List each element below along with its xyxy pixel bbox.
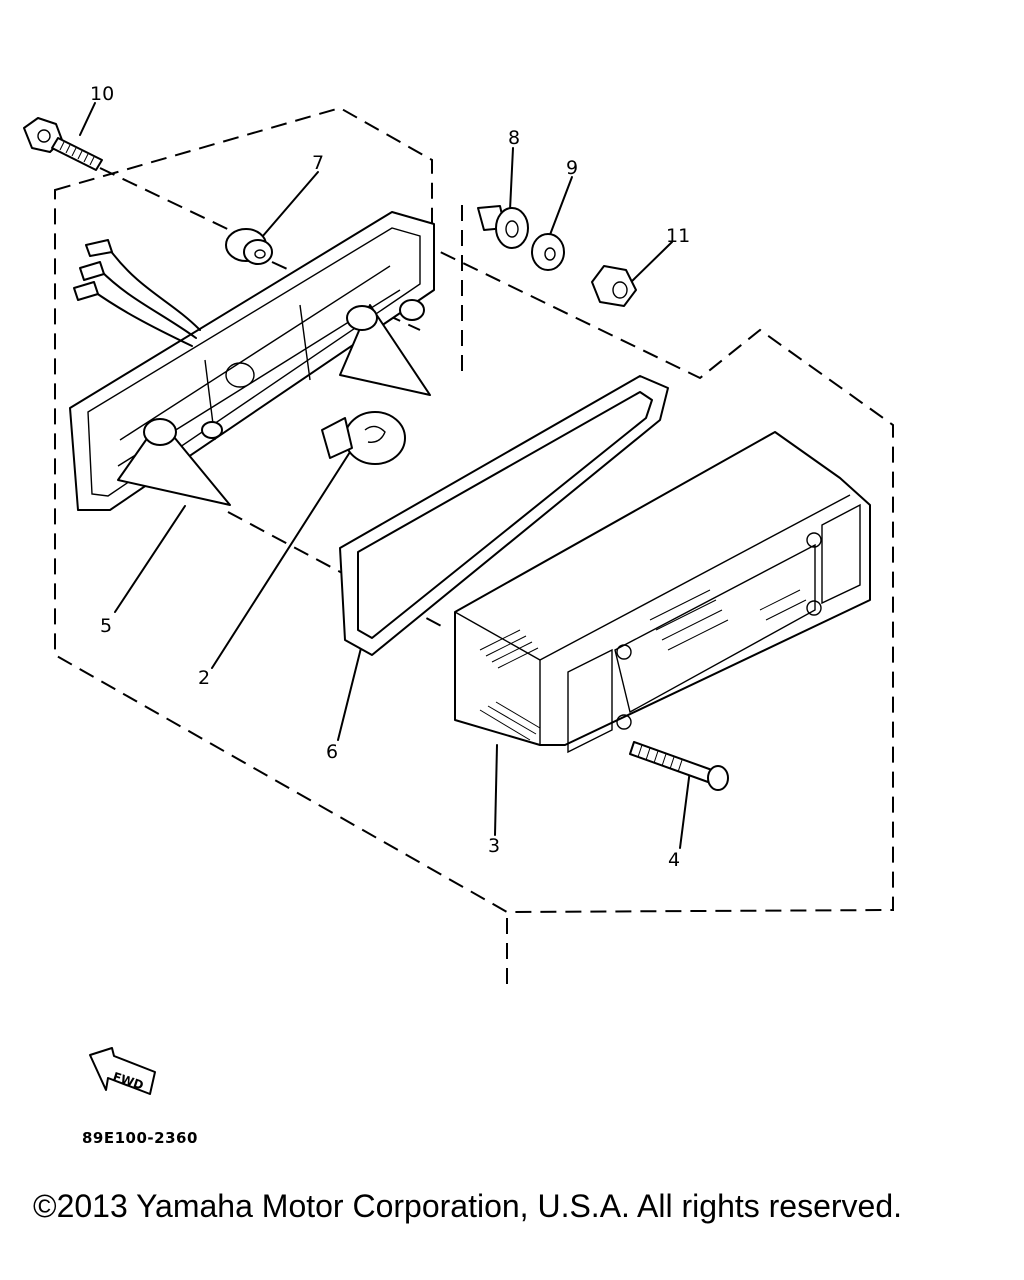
- callout-10: 10: [90, 83, 114, 105]
- callout-11: 11: [666, 225, 690, 247]
- nut-part-11: [591, 265, 637, 307]
- callout-9: 9: [566, 157, 578, 179]
- callout-4: 4: [668, 849, 680, 871]
- collar-part-8: [477, 205, 529, 249]
- callout-2: 2: [198, 667, 210, 689]
- callout-6: 6: [326, 741, 338, 763]
- copyright-notice: ©2013 Yamaha Motor Corporation, U.S.A. A…: [33, 1188, 903, 1224]
- callout-3: 3: [488, 835, 500, 857]
- callout-7: 7: [312, 152, 324, 174]
- exploded-parts-diagram: 10 7 8 9 11 5 2 6 3 4 FWD: [23, 83, 894, 1095]
- diagram-code: 89E100-2360: [82, 1129, 198, 1147]
- gasket-part-6: [339, 375, 669, 656]
- grommet-part-7: [225, 228, 273, 265]
- forward-arrow-icon: FWD: [89, 1047, 156, 1095]
- screw-part-4: [629, 741, 729, 791]
- bulb-part-2: [321, 411, 406, 465]
- callout-8: 8: [508, 127, 520, 149]
- washer-part-9: [531, 233, 565, 271]
- lamp-base-part-5: [69, 211, 435, 511]
- callout-5: 5: [100, 615, 112, 637]
- assembly-boundary: [54, 106, 894, 988]
- lens-part-3: [454, 431, 871, 754]
- bolt-part-10: [23, 117, 103, 171]
- part-callouts: 10 7 8 9 11 5 2 6 3 4: [90, 83, 690, 871]
